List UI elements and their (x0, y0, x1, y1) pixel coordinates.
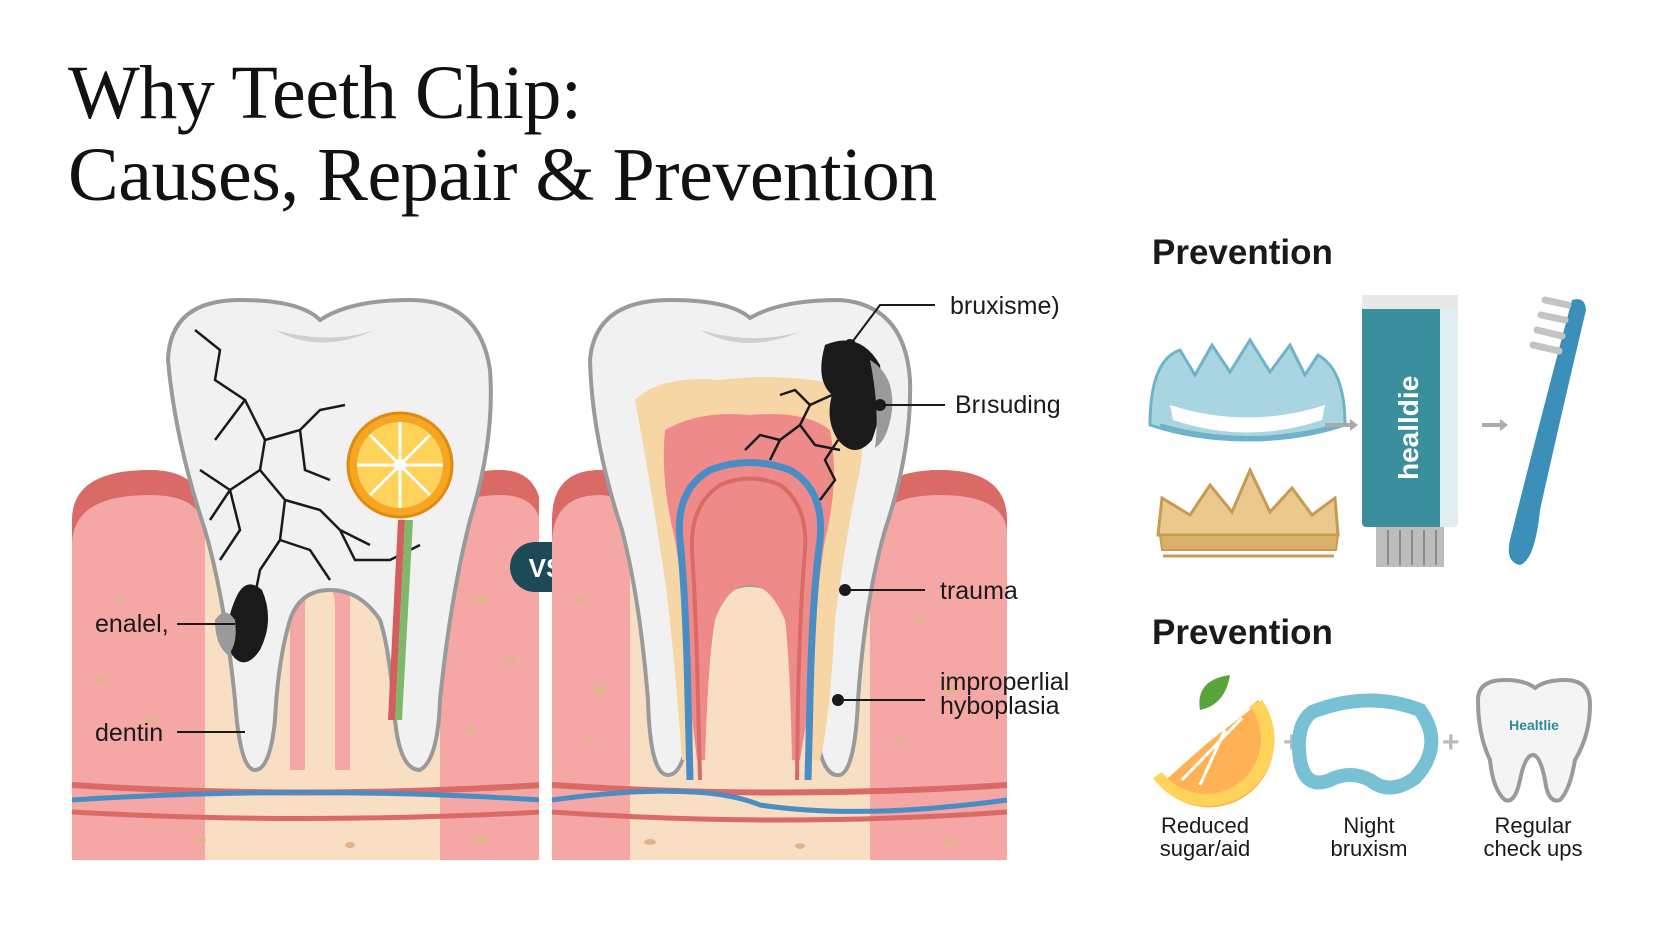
right-leaders (832, 304, 945, 706)
right-gum-rim-right (870, 470, 1007, 545)
left-canal-red (388, 520, 405, 720)
left-interroot-bone (305, 580, 335, 770)
left-canal-green (395, 520, 413, 720)
caption-regular-checkups-1: Regular (1494, 813, 1571, 838)
prevention-bottom-heading: Prevention (1152, 613, 1333, 652)
caption-regular-checkups-2: check ups (1483, 836, 1582, 861)
prevention-top: Prevention healldi (1148, 233, 1586, 567)
arrow-1-head (1350, 419, 1358, 431)
night-guard-icon (1291, 693, 1439, 795)
toothpaste-icon: healldie (1362, 295, 1458, 567)
page-title: Why Teeth Chip: Causes, Repair & Prevent… (68, 52, 937, 216)
label-trauma: trauma (940, 577, 1018, 605)
title-line-2: Causes, Repair & Prevention (68, 133, 937, 217)
left-vessel-red-2 (71, 809, 543, 821)
mouthguard-icon (1148, 337, 1347, 442)
label-bruxisme: bruxisme) (950, 292, 1060, 320)
right-canal-red (689, 476, 808, 781)
caption-reduced-sugar-2: sugar/aid (1160, 836, 1251, 861)
right-gum-left (552, 470, 630, 860)
toothbrush-icon (1508, 296, 1586, 565)
crown-icon (1156, 466, 1340, 558)
checkup-tooth-icon: Healtlie (1475, 677, 1593, 803)
label-brisuding: Brısuding (955, 391, 1061, 419)
left-bone-dots (94, 597, 516, 848)
right-vessel-red-2 (551, 809, 1008, 823)
label-enalel: enalel, (95, 610, 169, 638)
orange-icon (1153, 675, 1275, 808)
right-tooth-highlight (700, 330, 800, 344)
right-cracks (744, 388, 841, 501)
right-bone-dots (575, 597, 956, 849)
label-hyboplasia: hyboplasia (940, 692, 1060, 720)
caption-night-bruxism-1: Night (1343, 813, 1394, 838)
left-chip (227, 584, 269, 663)
caption-reduced-sugar-1: Reduced (1161, 813, 1249, 838)
arrow-2-head (1500, 419, 1508, 431)
left-gum-outer (72, 470, 205, 860)
toothpaste-brand: healldie (1393, 376, 1424, 480)
label-dentin: dentin (95, 719, 163, 747)
right-panel: bruxisme) Brısuding trauma improperlial … (551, 292, 1069, 860)
right-vessel-red (551, 782, 1008, 796)
right-gum-right (870, 470, 1007, 860)
right-canal-blue (675, 459, 825, 781)
title-line-1: Why Teeth Chip: (68, 51, 582, 135)
left-vessel-blue (71, 790, 543, 803)
prevention-top-heading: Prevention (1152, 233, 1333, 272)
label-improperlial: improperlial (940, 668, 1069, 696)
caption-night-bruxism-2: bruxism (1330, 836, 1407, 861)
prevention-bottom: Prevention + + Healtlie Reduced sugar/ai… (1152, 613, 1593, 861)
checkup-tooth-badge: Healtlie (1509, 717, 1559, 733)
left-panel: enalel, dentin (71, 297, 543, 860)
orange-slice-icon (346, 411, 454, 519)
left-tooth-highlight (275, 330, 375, 343)
left-gum-rim (72, 470, 205, 545)
right-chip (821, 340, 882, 450)
right-vessel-blue (551, 788, 1008, 814)
plus-2-icon: + (1442, 726, 1460, 759)
